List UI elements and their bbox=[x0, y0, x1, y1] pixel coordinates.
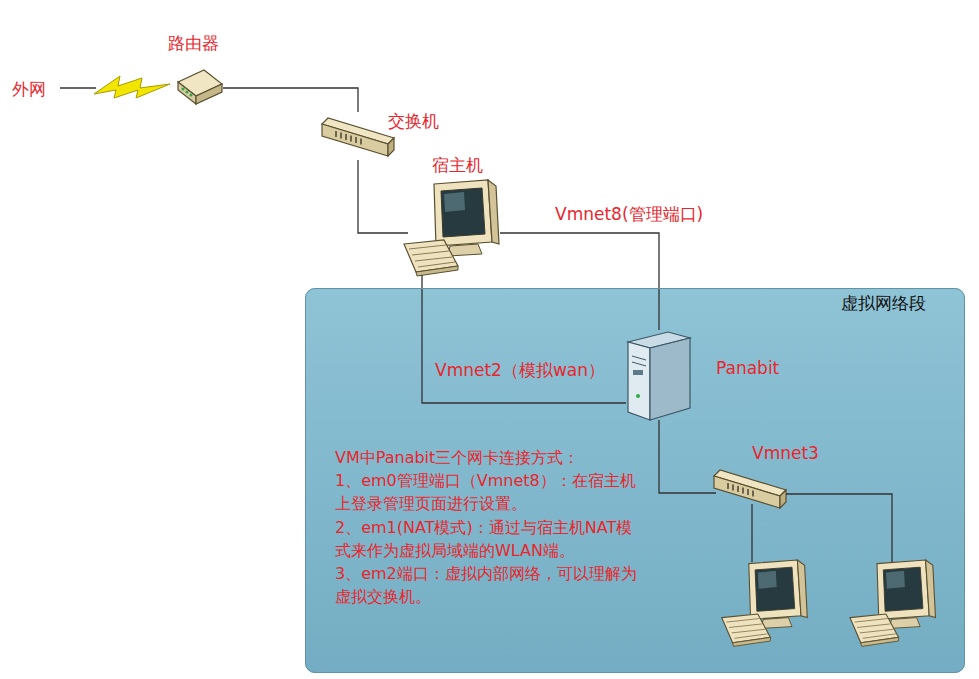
network-link bbox=[659, 420, 716, 493]
node-label: 交换机 bbox=[388, 110, 439, 133]
node-label: Panabit bbox=[716, 358, 779, 378]
node-label: Vmnet3 bbox=[752, 443, 819, 463]
internet-label: 外网 bbox=[12, 78, 46, 101]
note-text: 3、em2端口：虚拟内部网络，可以理解为虚拟交换机。 bbox=[335, 562, 640, 608]
node-label: 宿主机 bbox=[432, 154, 483, 177]
note-block: VM中Panabit三个网卡连接方式：1、em0管理端口（Vmnet8）：在宿主… bbox=[335, 446, 640, 608]
switch-icon bbox=[322, 118, 394, 156]
edge-label: Vmnet8(管理端口) bbox=[555, 203, 703, 226]
lan-wires bbox=[752, 494, 892, 562]
lightning-bolt bbox=[94, 76, 170, 98]
network-link bbox=[358, 160, 408, 233]
edge-label: Vmnet2（模拟wan） bbox=[435, 359, 605, 382]
host-computer-icon bbox=[404, 180, 499, 276]
server-node: Panabit bbox=[626, 330, 692, 420]
server-icon bbox=[628, 332, 690, 420]
client-computer-icon bbox=[850, 560, 936, 646]
node-label: 路由器 bbox=[168, 32, 219, 55]
network-link bbox=[422, 275, 626, 403]
switch-node: Vmnet3 bbox=[712, 468, 792, 510]
region-fill bbox=[305, 288, 965, 673]
client-computer-icon bbox=[722, 560, 808, 646]
network-link bbox=[500, 233, 659, 330]
host-node: 宿主机 bbox=[408, 183, 500, 275]
internet-line bbox=[60, 87, 96, 88]
note-text: VM中Panabit三个网卡连接方式： bbox=[335, 446, 640, 469]
note-text: 2、em1(NAT模式)：通过与宿主机NAT模式来作为虚拟局域端的WLAN端。 bbox=[335, 516, 640, 562]
region-title: 虚拟网络段 bbox=[841, 292, 926, 315]
note-text: 1、em0管理端口（Vmnet8）：在宿主机上登录管理页面进行设置。 bbox=[335, 469, 640, 515]
router-node: 路由器 bbox=[175, 70, 223, 106]
switch-node: 交换机 bbox=[322, 112, 394, 160]
router-icon bbox=[178, 70, 222, 104]
network-link bbox=[223, 88, 358, 112]
switch-icon bbox=[714, 470, 786, 508]
